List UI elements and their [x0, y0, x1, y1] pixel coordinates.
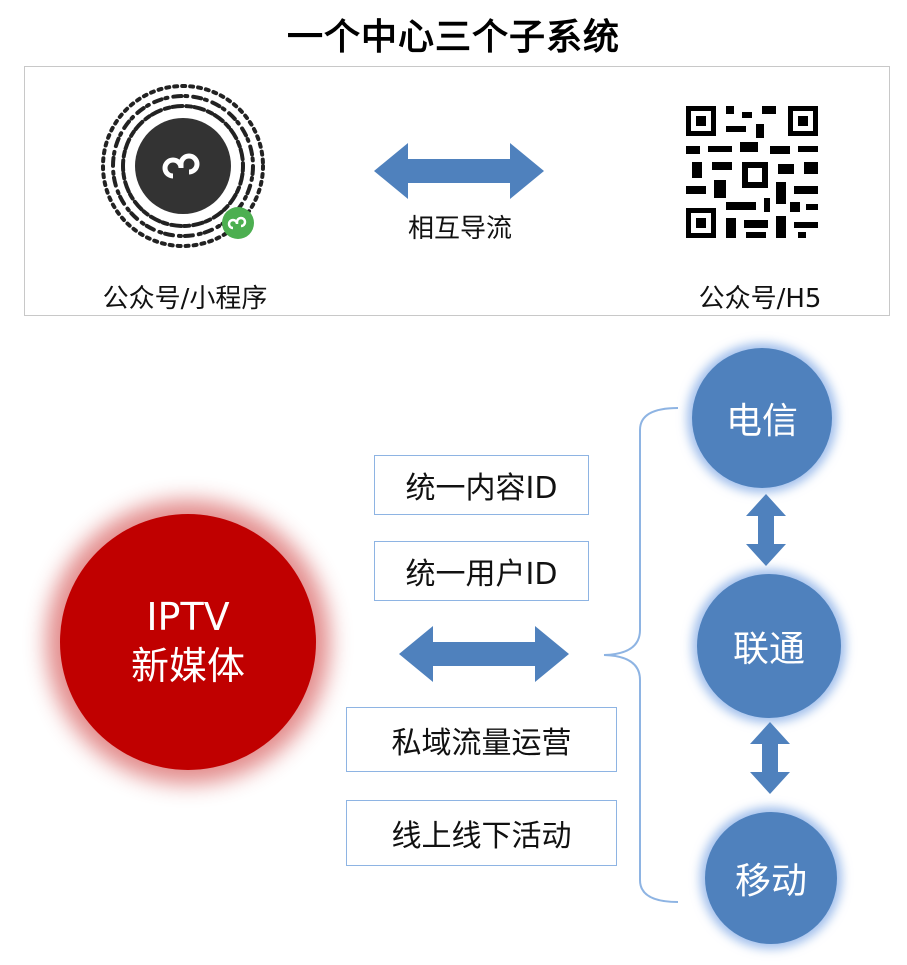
qr-code-icon	[686, 106, 818, 238]
top-panel	[24, 66, 890, 316]
left-channel-label: 公众号/小程序	[102, 284, 268, 314]
right-channel-label: 公众号/H5	[698, 284, 822, 314]
vertical-arrow-icon	[746, 494, 786, 566]
bidirectional-arrow-icon	[374, 143, 544, 199]
carrier-unicom: 联通	[697, 574, 841, 718]
center-line1: IPTV	[146, 594, 230, 639]
page-title: 一个中心三个子系统	[286, 17, 620, 58]
center-bidirectional-arrow-icon	[399, 626, 569, 682]
iptv-center-circle: IPTV 新媒体	[60, 514, 316, 770]
tag-online-offline: 线上线下活动	[346, 800, 617, 866]
tag-content-id: 统一内容ID	[374, 455, 589, 515]
mini-program-code-icon	[101, 84, 265, 248]
tag-private-traffic: 私域流量运营	[346, 707, 617, 772]
brace-icon	[603, 407, 679, 903]
arrow-label: 相互导流	[407, 214, 512, 244]
vertical-arrow-icon	[750, 722, 790, 794]
carrier-mobile: 移动	[705, 812, 837, 944]
tag-user-id: 统一用户ID	[374, 541, 589, 601]
center-line2: 新媒体	[130, 644, 245, 688]
carrier-telecom: 电信	[692, 348, 832, 488]
